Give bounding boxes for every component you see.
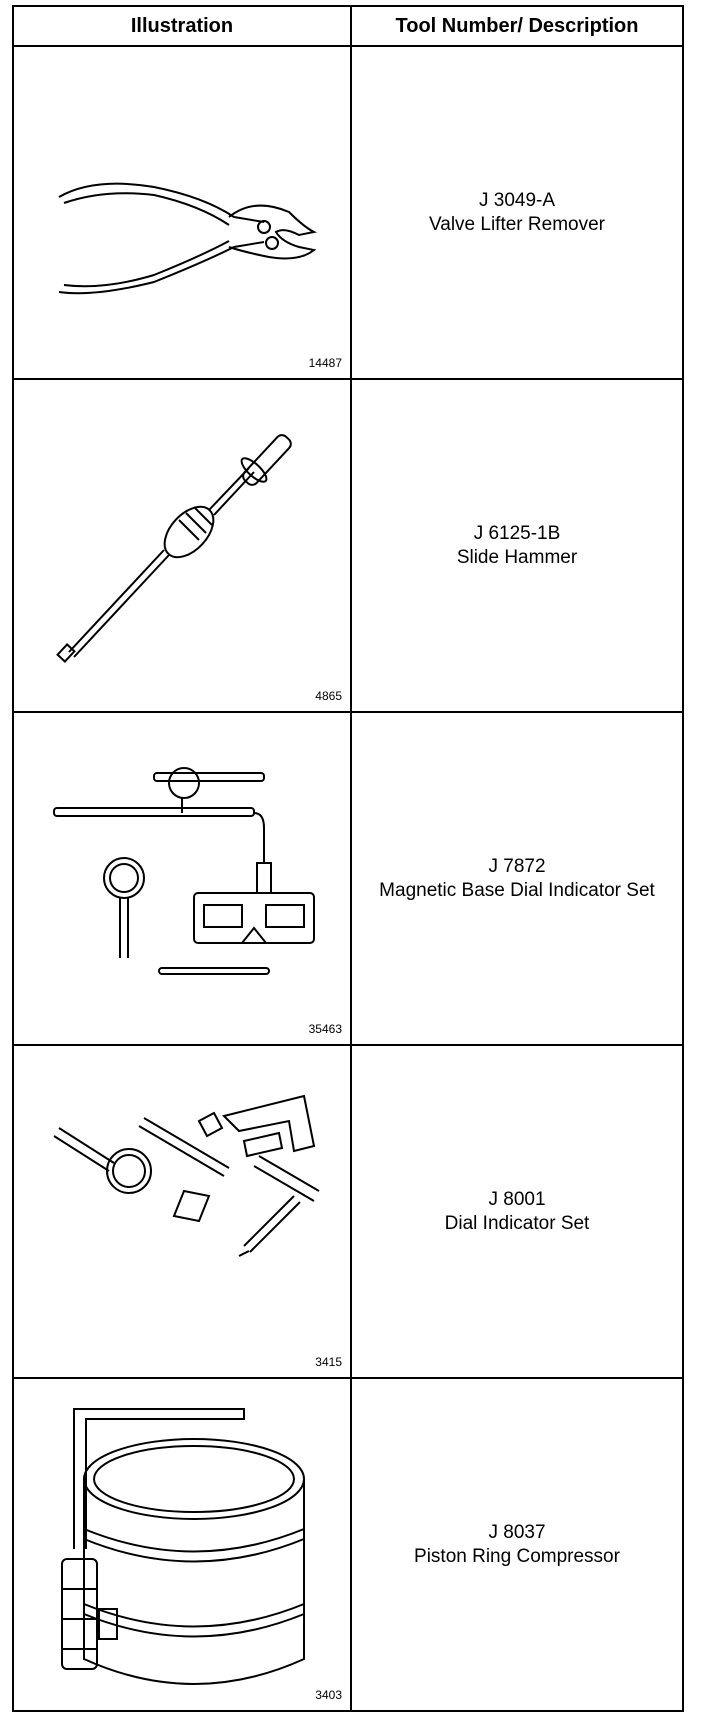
slide-hammer-icon	[56, 434, 292, 663]
figure-number: 14487	[308, 356, 342, 370]
figure-number: 4865	[315, 689, 342, 703]
pliers-icon	[58, 182, 318, 295]
illustration-cell: 14487	[12, 45, 352, 380]
tool-number: J 3049-A	[478, 189, 556, 211]
tool-description-cell: J 7872 Magnetic Base Dial Indicator Set	[350, 711, 684, 1046]
illustration-cell: 3415	[12, 1044, 352, 1379]
tool-description-cell: J 3049-A Valve Lifter Remover	[350, 45, 684, 380]
tool-description: Slide Hammer	[456, 546, 578, 568]
tool-description: Magnetic Base Dial Indicator Set	[379, 879, 655, 901]
magnetic-base-dial-indicator-icon	[53, 767, 315, 975]
table-row: 3403 J 8037 Piston Ring Compressor	[12, 1377, 684, 1712]
tool-number: J 8001	[488, 1188, 546, 1210]
tool-number: J 6125-1B	[473, 522, 561, 544]
tool-description: Valve Lifter Remover	[429, 213, 605, 235]
figure-number: 3403	[315, 1688, 342, 1702]
tool-description: Dial Indicator Set	[444, 1212, 590, 1234]
piston-ring-compressor-icon	[61, 1408, 305, 1685]
illustration-cell: 35463	[12, 711, 352, 1046]
column-header-tool: Tool Number/ Description	[350, 5, 684, 47]
tool-description-cell: J 8037 Piston Ring Compressor	[350, 1377, 684, 1712]
tool-description: Piston Ring Compressor	[414, 1545, 620, 1567]
figure-number: 35463	[308, 1022, 342, 1036]
tool-table: Illustration Tool Number/ Description 14…	[12, 5, 684, 1712]
table-header: Illustration Tool Number/ Description	[12, 5, 684, 47]
illustration-cell: 3403	[12, 1377, 352, 1712]
tool-description-cell: J 8001 Dial Indicator Set	[350, 1044, 684, 1379]
table-row: 4865 J 6125-1B Slide Hammer	[12, 378, 684, 713]
tool-number: J 7872	[488, 855, 546, 877]
table-row: 35463 J 7872 Magnetic Base Dial Indicato…	[12, 711, 684, 1046]
dial-indicator-set-icon	[53, 1094, 320, 1257]
figure-number: 3415	[315, 1355, 342, 1369]
table-row: 3415 J 8001 Dial Indicator Set	[12, 1044, 684, 1379]
tool-description-cell: J 6125-1B Slide Hammer	[350, 378, 684, 713]
illustration-cell: 4865	[12, 378, 352, 713]
tool-number: J 8037	[488, 1521, 546, 1543]
table-row: 14487 J 3049-A Valve Lifter Remover	[12, 45, 684, 380]
column-header-illustration: Illustration	[12, 5, 352, 47]
